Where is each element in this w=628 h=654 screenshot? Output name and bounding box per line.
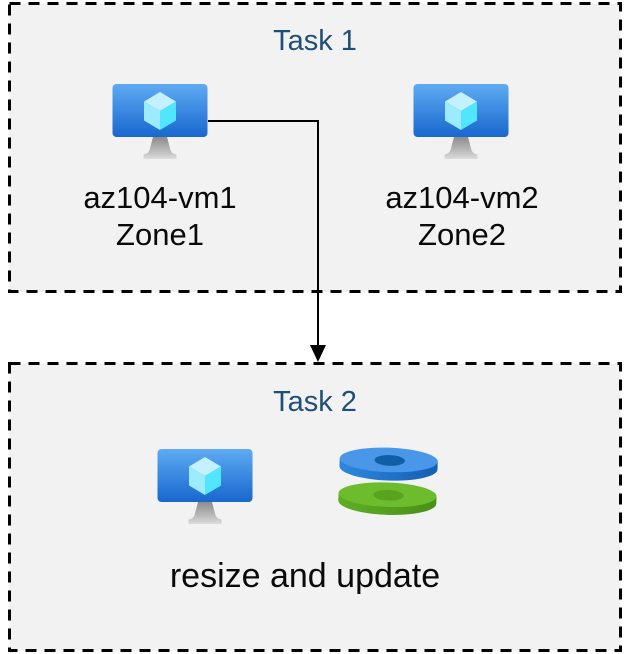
vm1-label: az104-vm1 Zone1 [60, 179, 260, 253]
task2-title: Task 2 [273, 386, 357, 418]
task2-caption: resize and update [169, 557, 441, 595]
task2-dashed-border [8, 362, 622, 652]
virtual-machine-icon [157, 449, 253, 524]
vm1-name: az104-vm1 [83, 180, 237, 215]
arrowhead-icon [310, 345, 326, 362]
virtual-machine-icon [112, 84, 208, 159]
virtual-machine-icon [413, 84, 509, 159]
task2-box: Task 2 resize and update [8, 362, 622, 652]
disks-icon [338, 447, 438, 515]
task1-box: Task 1 az104-vm1 Zone1 az104-vm2 Zone2 [8, 2, 622, 293]
vm2-label: az104-vm2 Zone2 [362, 179, 562, 253]
vm1-zone: Zone1 [116, 217, 204, 252]
task1-title: Task 1 [273, 25, 357, 57]
vm2-name: az104-vm2 [385, 180, 539, 215]
vm2-zone: Zone2 [418, 217, 506, 252]
